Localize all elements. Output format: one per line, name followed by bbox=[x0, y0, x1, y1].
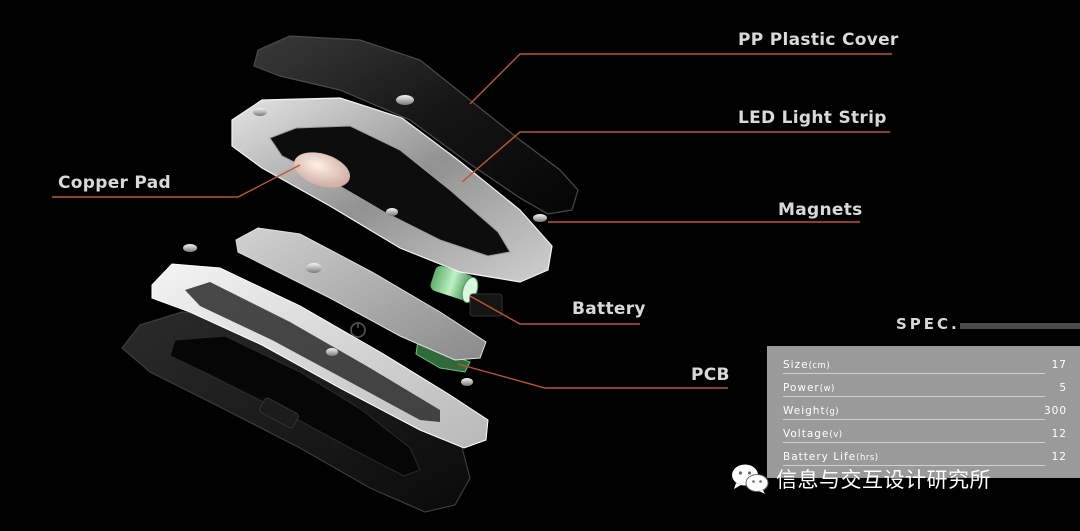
label-copper-pad: Copper Pad bbox=[58, 173, 171, 193]
copper-pad bbox=[293, 152, 351, 188]
spec-rule bbox=[783, 442, 1045, 443]
watermark-text: 信息与交互设计研究所 bbox=[776, 468, 991, 492]
spec-name: Battery Life bbox=[783, 451, 857, 463]
spec-rule bbox=[783, 396, 1045, 397]
spec-name: Power bbox=[783, 382, 820, 394]
spec-value: 12 bbox=[1051, 428, 1067, 440]
spec-row-battery-life: Battery Life(hrs) 12 bbox=[783, 451, 1067, 467]
spec-value: 5 bbox=[1059, 382, 1067, 394]
spec-name: Weight bbox=[783, 405, 826, 417]
spec-panel: Size(cm) 17 Power(w) 5 Weight(g) 300 Vol… bbox=[767, 346, 1080, 478]
pp-plastic-cover bbox=[253, 35, 579, 215]
battery-cell bbox=[430, 266, 503, 317]
spec-name: Size bbox=[783, 359, 809, 371]
spec-unit: (w) bbox=[819, 384, 835, 394]
spec-value: 12 bbox=[1051, 451, 1067, 463]
leader-battery bbox=[469, 295, 640, 325]
wechat-icon bbox=[732, 464, 769, 494]
spec-unit: (hrs) bbox=[856, 453, 879, 463]
grey-plate bbox=[235, 227, 487, 361]
spec-row-power: Power(w) 5 bbox=[783, 382, 1067, 398]
spec-row-voltage: Voltage(v) 12 bbox=[783, 428, 1067, 444]
watermark: 信息与交互设计研究所 bbox=[730, 462, 991, 496]
spec-rule bbox=[783, 465, 1045, 466]
spec-name: Voltage bbox=[783, 428, 830, 440]
leader-copper-pad bbox=[52, 164, 301, 198]
spec-rule bbox=[783, 419, 1045, 420]
label-battery: Battery bbox=[572, 299, 646, 319]
magnets bbox=[183, 95, 547, 386]
label-led-light-strip: LED Light Strip bbox=[738, 108, 887, 128]
spec-unit: (cm) bbox=[808, 361, 831, 371]
white-plate bbox=[151, 263, 489, 449]
spec-unit: (g) bbox=[825, 407, 840, 417]
leader-lines bbox=[52, 53, 892, 389]
leader-pp-cover bbox=[469, 53, 892, 105]
spec-row-size: Size(cm) 17 bbox=[783, 359, 1067, 375]
spec-row-weight: Weight(g) 300 bbox=[783, 405, 1067, 421]
spec-rule bbox=[783, 373, 1045, 374]
spec-title: SPEC. bbox=[896, 315, 960, 333]
label-pcb: PCB bbox=[691, 365, 730, 385]
leader-pcb bbox=[457, 363, 728, 389]
label-pp-plastic-cover: PP Plastic Cover bbox=[738, 30, 899, 50]
spec-value: 17 bbox=[1051, 359, 1067, 371]
spec-unit: (v) bbox=[829, 430, 843, 440]
label-magnets: Magnets bbox=[778, 200, 863, 220]
spec-value: 300 bbox=[1043, 405, 1067, 417]
leader-led-strip bbox=[461, 131, 890, 183]
